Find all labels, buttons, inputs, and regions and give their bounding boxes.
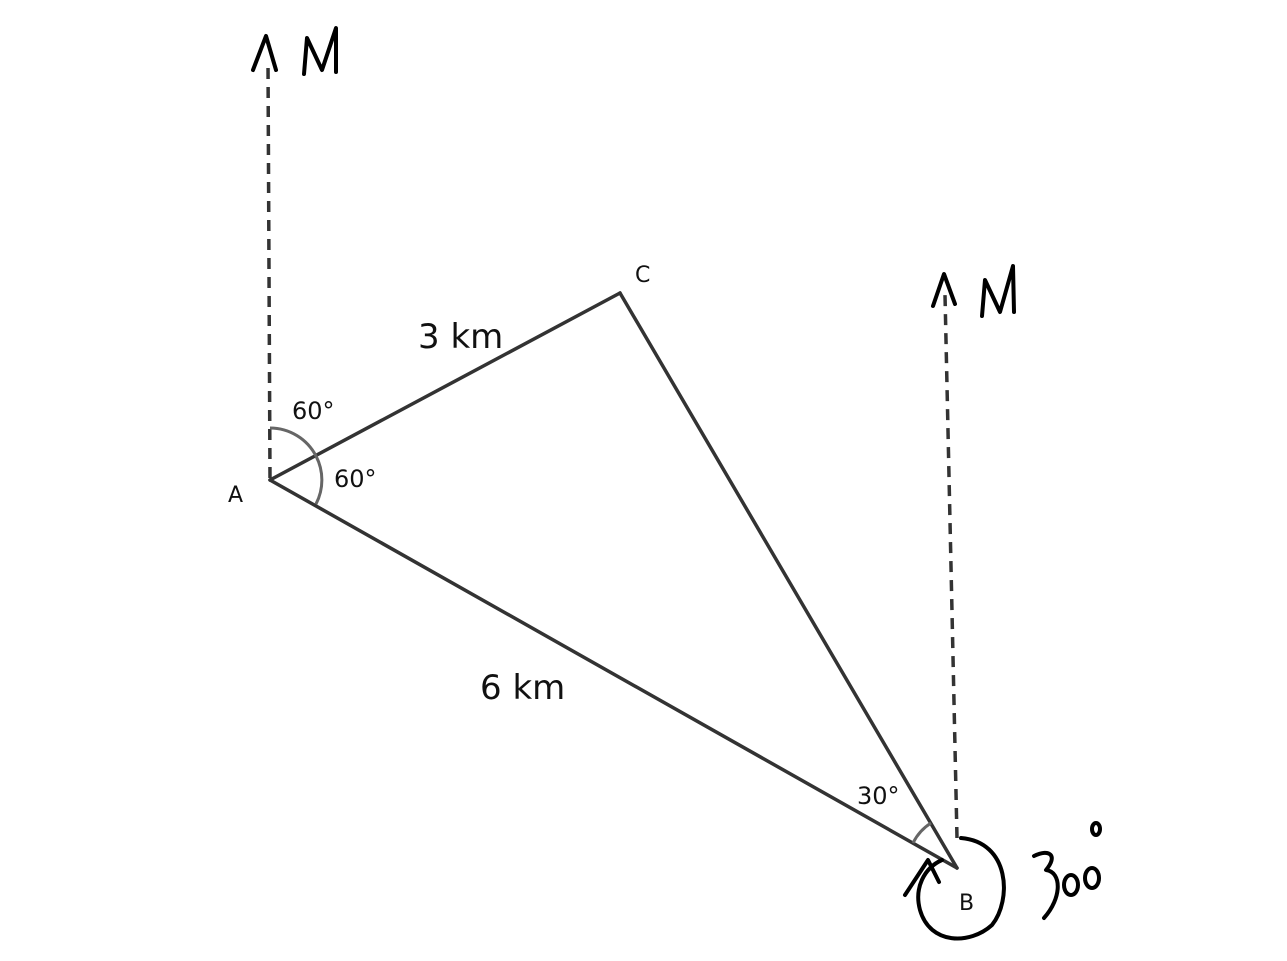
north-arrow-b-icon [931, 272, 957, 308]
angle-label-cab: 60° [334, 465, 377, 493]
side-label-ac: 3 km [418, 317, 503, 357]
reflex-angle-circle [916, 836, 1006, 941]
side-ac [268, 291, 622, 482]
angle-arc-cab [314, 455, 324, 505]
point-label-b: B [959, 891, 974, 916]
reflex-arrow-icon [903, 858, 941, 897]
north-letter-a [302, 26, 338, 76]
point-label-c: C [635, 263, 650, 288]
point-label-a: A [228, 483, 243, 508]
angle-label-north-ac: 60° [292, 397, 335, 425]
angle-arc-abc [911, 821, 932, 844]
north-letter-b [980, 264, 1016, 318]
bearing-note-drawing [1032, 821, 1102, 920]
angle-label-abc: 30° [857, 782, 900, 810]
side-label-ab: 6 km [480, 668, 565, 708]
side-cb [618, 291, 959, 870]
north-arrow-a-icon [251, 34, 278, 72]
north-line-a [266, 61, 272, 479]
north-line-b [943, 294, 959, 839]
side-ab [268, 478, 959, 870]
angle-arc-north-ac [269, 426, 318, 457]
